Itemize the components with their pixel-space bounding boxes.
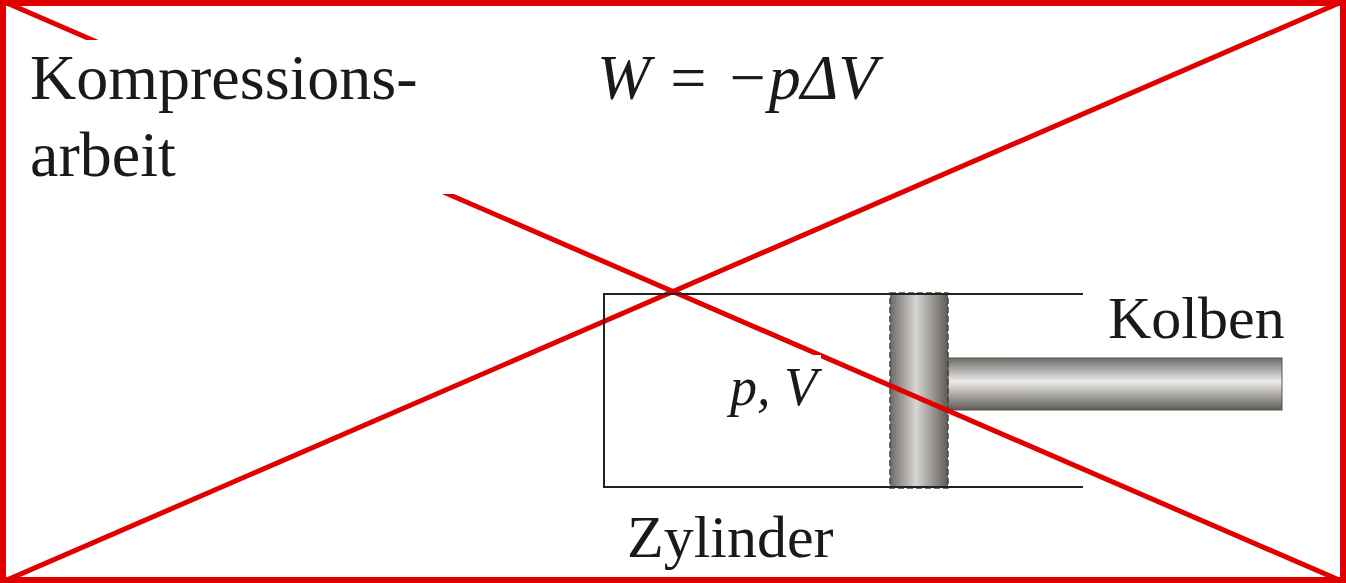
cylinder-box: p, VZylinder: [603, 293, 1083, 488]
part-name: Kolben: [1104, 282, 1289, 354]
part-name: Zylinder: [623, 501, 838, 573]
piston-rod: [948, 358, 1282, 410]
formula-label: W = −pΔV: [593, 40, 881, 117]
heading-label: Kompressions- arbeit: [26, 40, 494, 194]
state-label: p, V: [726, 355, 821, 420]
